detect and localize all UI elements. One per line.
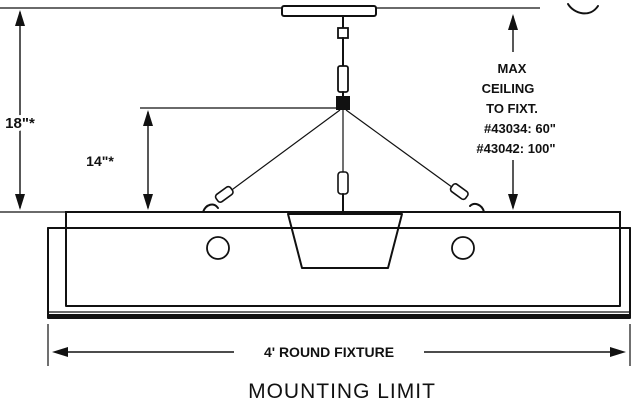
canopy-coupler — [337, 27, 349, 39]
corner-mark — [567, 3, 599, 15]
max-label-line-2: CEILING — [482, 81, 535, 96]
cable-left — [228, 109, 341, 193]
dimension-14-label: 14"* — [86, 153, 114, 169]
max-label-line-5: #43042: 100" — [476, 141, 555, 156]
end-cap-right — [451, 236, 475, 260]
dimension-18 — [0, 10, 66, 213]
fixture-length-label: 4' ROUND FIXTURE — [264, 344, 394, 360]
cable-right — [345, 109, 457, 191]
junction-block — [336, 96, 350, 110]
dimension-18-label: 18"* — [5, 115, 35, 132]
light-fixture — [47, 211, 631, 319]
ceiling-canopy — [281, 5, 377, 17]
gripper-center — [337, 171, 349, 213]
rod-coupler-upper — [337, 65, 349, 93]
gripper-right — [449, 183, 485, 213]
max-label-line-1: MAX — [498, 61, 527, 76]
fixture-length-dimension — [47, 324, 631, 366]
max-label-line-4: #43034: 60" — [484, 121, 556, 136]
dimension-14 — [140, 107, 336, 210]
end-cap-left — [206, 236, 230, 260]
max-distance-arrows — [508, 14, 518, 210]
center-housing — [287, 213, 403, 269]
max-label-line-3: TO FIXT. — [486, 101, 538, 116]
diagram-title: MOUNTING LIMIT — [248, 380, 436, 403]
gripper-left — [202, 185, 234, 213]
